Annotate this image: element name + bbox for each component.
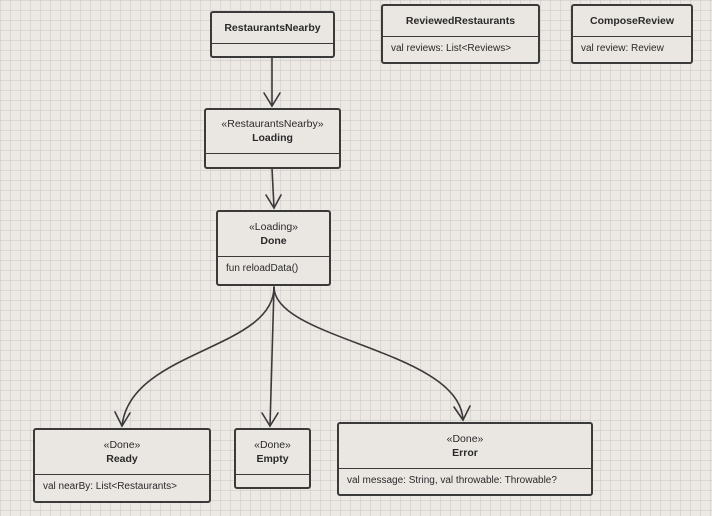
edge-done-error: [273, 286, 471, 422]
error-stereotype: «Done»: [446, 432, 484, 445]
error-title: Error: [452, 446, 478, 459]
done-separator: [218, 256, 329, 257]
ready-title: Ready: [106, 452, 138, 465]
composereview-separator: [573, 36, 691, 37]
composereview-title: ComposeReview: [589, 15, 675, 27]
empty-separator: [236, 474, 309, 475]
loading-node[interactable]: «RestaurantsNearby» Loading: [204, 108, 341, 169]
done-title: Done: [260, 234, 287, 247]
empty-stereotype: «Done»: [254, 438, 291, 451]
edge-done-empty: [261, 286, 279, 428]
empty-node[interactable]: «Done» Empty: [234, 428, 311, 489]
empty-title: Empty: [256, 452, 289, 465]
reviewedrestaurants-member: val reviews: List<Reviews>: [391, 43, 512, 54]
ready-separator: [35, 474, 209, 475]
ready-node[interactable]: «Done» Ready val nearBy: List<Restaurant…: [33, 428, 211, 503]
composereview-member: val review: Review: [581, 43, 664, 54]
edge-done-ready: [114, 286, 275, 428]
done-member: fun reloadData(): [226, 263, 299, 274]
reviewedrestaurants-node[interactable]: ReviewedRestaurants val reviews: List<Re…: [381, 4, 540, 64]
composereview-node[interactable]: ComposeReview val review: Review: [571, 4, 693, 64]
restaurantsnearby-node[interactable]: RestaurantsNearby: [210, 11, 335, 58]
ready-member: val nearBy: List<Restaurants>: [43, 481, 177, 492]
edge-restaurantsnearby-loading: [263, 56, 281, 108]
error-node[interactable]: «Done» Error val message: String, val th…: [337, 422, 593, 496]
restaurantsnearby-title: RestaurantsNearby: [224, 22, 321, 34]
loading-separator: [206, 153, 339, 154]
done-stereotype: «Loading»: [248, 220, 299, 233]
ready-stereotype: «Done»: [103, 438, 141, 451]
error-separator: [339, 468, 591, 469]
edge-loading-done: [265, 167, 282, 210]
loading-stereotype: «RestaurantsNearby»: [221, 118, 324, 130]
error-member: val message: String, val throwable: Thro…: [347, 475, 557, 486]
reviewedrestaurants-separator: [383, 36, 538, 37]
loading-title: Loading: [252, 132, 293, 144]
done-node[interactable]: «Loading» Done fun reloadData(): [216, 210, 331, 286]
restaurantsnearby-separator: [212, 43, 333, 44]
reviewedrestaurants-title: ReviewedRestaurants: [405, 15, 516, 27]
